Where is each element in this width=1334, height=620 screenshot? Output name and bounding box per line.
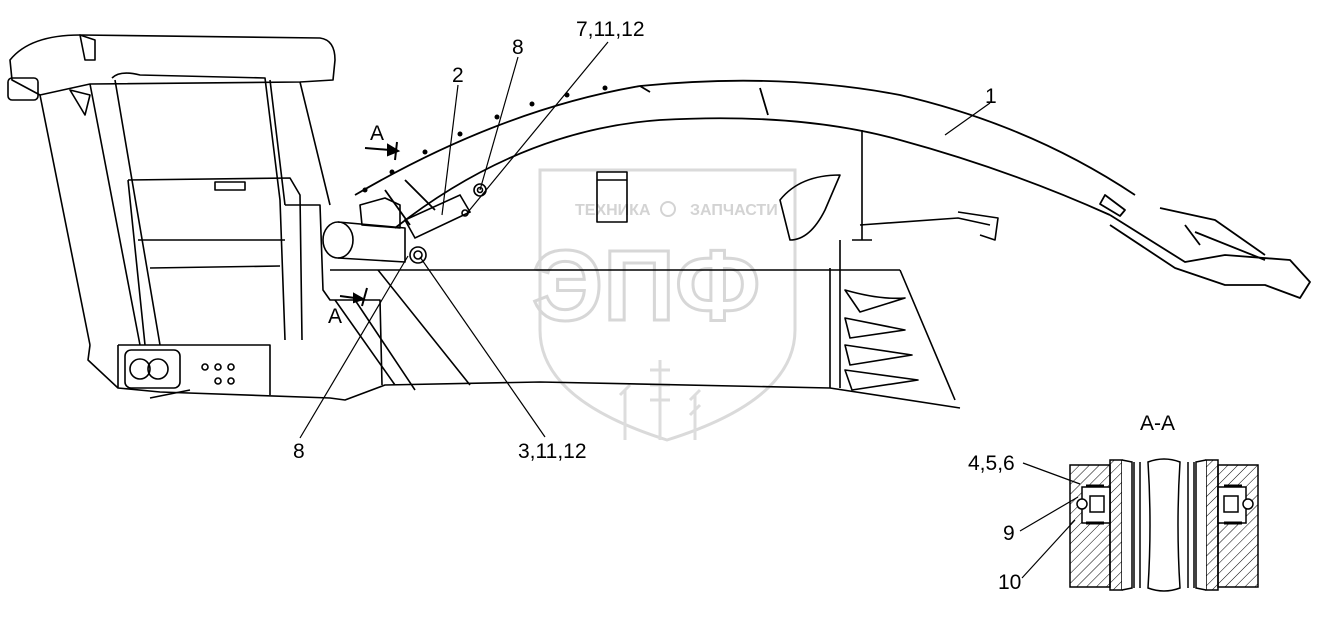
watermark-right-text: ЗАПЧАСТИ: [690, 202, 778, 219]
callout-4-5-6: 4,5,6: [968, 452, 1015, 475]
watermark: ТЕХНИКА ЗАПЧАСТИ ЭПФ: [531, 168, 797, 442]
callout-9: 9: [1003, 522, 1015, 545]
watermark-left-text: ТЕХНИКА: [575, 202, 651, 219]
machine-outline: [7, 34, 999, 409]
callout-8-top: 8: [512, 36, 524, 59]
cut-mark-top-label: A: [370, 122, 384, 145]
callout-3-11-12: 3,11,12: [518, 440, 587, 463]
callout-10: 10: [998, 571, 1021, 594]
spout-pipe: [354, 79, 1311, 299]
watermark-logo: ЭПФ: [532, 230, 760, 342]
section-title: A-A: [1140, 412, 1175, 435]
section-view-a-a: [1069, 458, 1259, 592]
callout-8-bottom: 8: [293, 440, 305, 463]
callout-2: 2: [452, 64, 464, 87]
callout-7-11-12: 7,11,12: [576, 18, 645, 41]
cut-mark-bottom-label: A: [328, 305, 342, 328]
callout-1: 1: [985, 85, 997, 108]
gear-icon: [660, 201, 676, 217]
leader-lines: [299, 41, 1081, 579]
section-cut-marks: [339, 141, 401, 307]
